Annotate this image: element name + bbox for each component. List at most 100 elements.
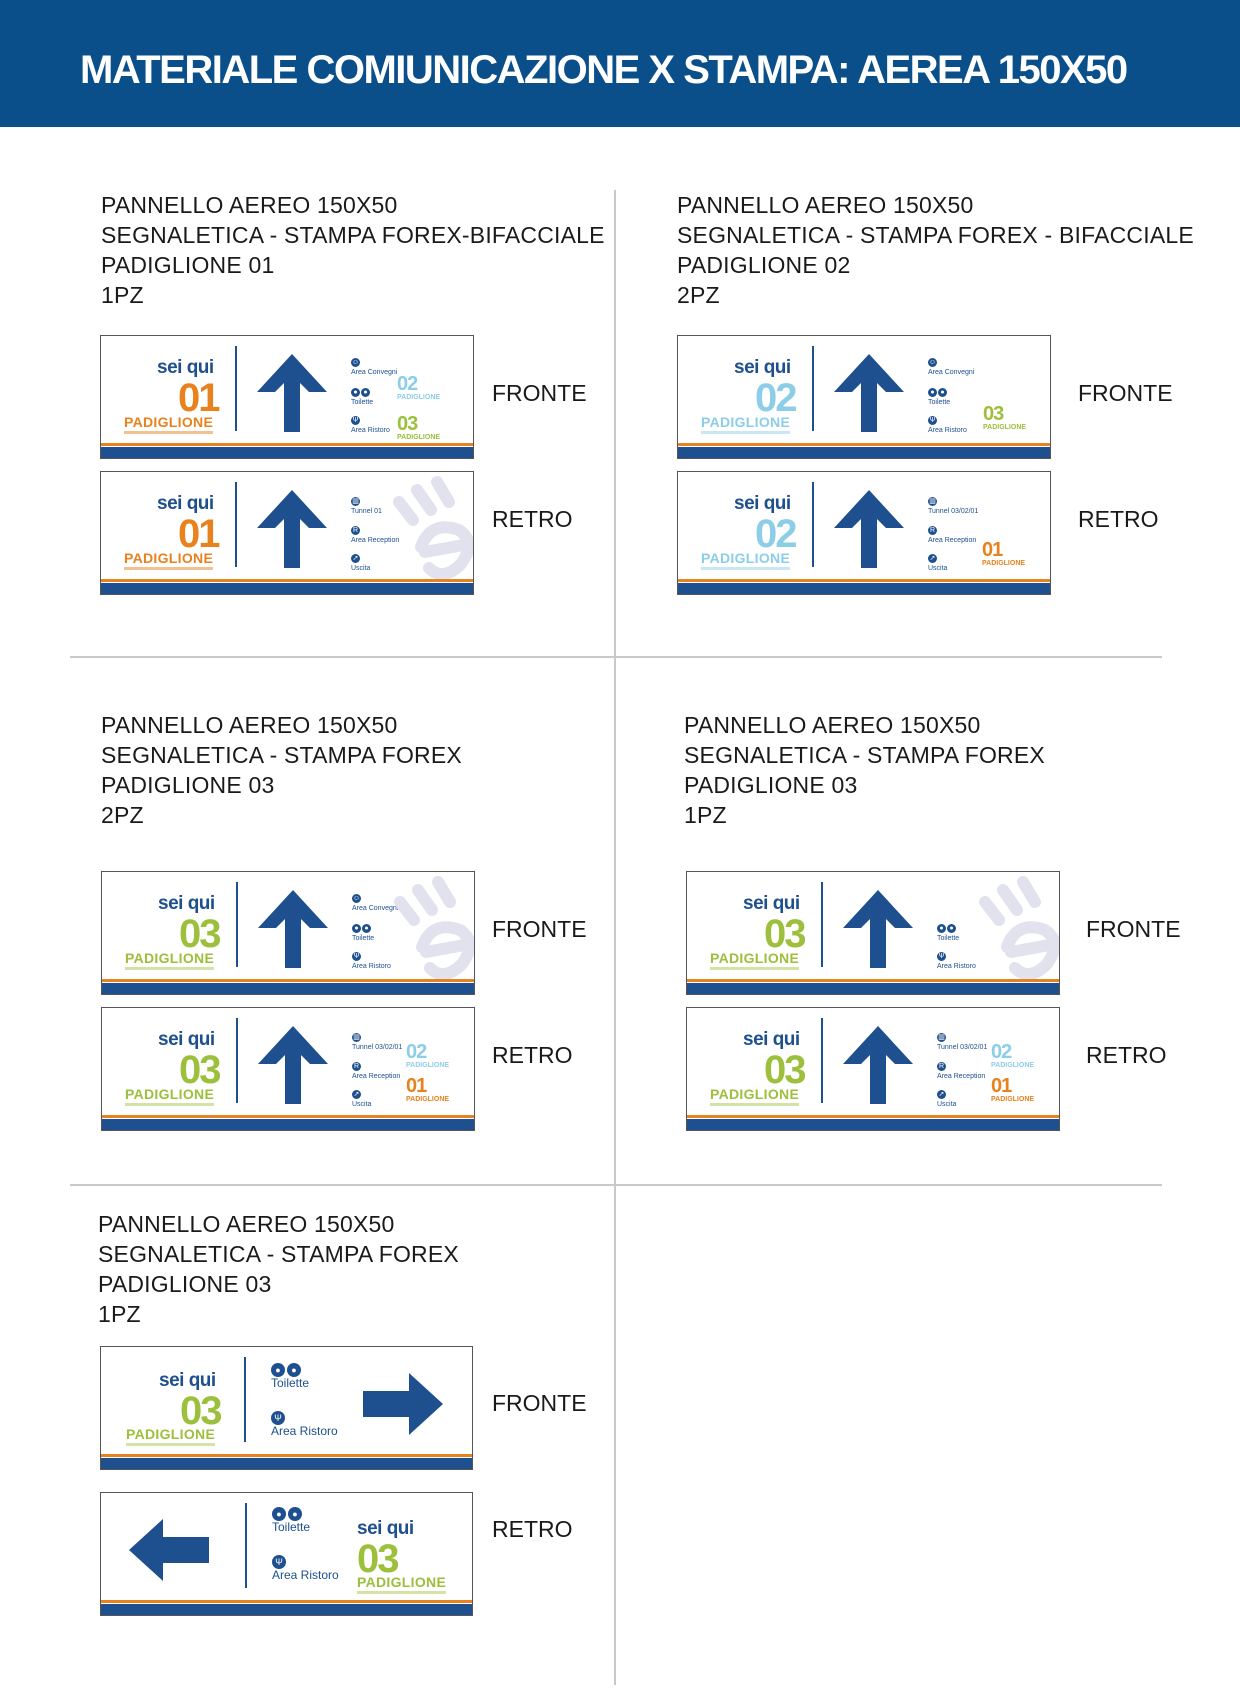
horizontal-divider — [70, 656, 1162, 658]
pavilion-number: 03 — [180, 1389, 222, 1433]
service-label: Toilette — [928, 399, 951, 406]
mini-number: 02 — [397, 373, 418, 395]
restaurant-icon: Ψ — [271, 1411, 285, 1425]
panel-divider — [235, 482, 237, 567]
sei-qui-label: sei qui — [157, 493, 214, 514]
back-label: RETRO — [492, 506, 573, 532]
sei-qui-label: sei qui — [734, 493, 791, 514]
service-label: Tunnel 03/02/01 — [937, 1044, 988, 1051]
service-item: ▥Tunnel 03/02/01 — [937, 1033, 987, 1051]
page-header: MATERIALE COMIUNICAZIONE X STAMPA: AEREA… — [0, 0, 1240, 127]
back-label: RETRO — [492, 1516, 573, 1542]
service-label: Toilette — [937, 935, 960, 942]
service-label: Area Convegni — [352, 905, 399, 912]
restaurant-icon: Ψ — [928, 416, 937, 425]
service-item: ➚ Uscita — [937, 1090, 956, 1108]
pavilion-label: PADIGLIONE — [125, 951, 215, 970]
service-label: Area Reception — [352, 1073, 401, 1080]
pavilion-number: 01 — [178, 376, 220, 420]
pavilion-label: PADIGLIONE — [710, 1087, 800, 1106]
toilet-icon: ● — [271, 1363, 285, 1377]
section-description: PANNELLO AEREO 150X50 SEGNALETICA - STAM… — [677, 190, 1194, 310]
arrow-up-icon — [258, 1026, 328, 1104]
toilet-icon: ● — [947, 924, 956, 933]
toilet-icon: ● — [362, 924, 371, 933]
service-item: ▥Tunnel 03/02/01 — [928, 497, 978, 515]
orange-stripe — [687, 979, 1059, 982]
sei-qui-label: sei qui — [743, 1029, 800, 1050]
orange-stripe — [102, 979, 474, 982]
desc-line: PANNELLO AEREO 150X50 — [98, 1211, 395, 1237]
orange-stripe — [101, 443, 473, 446]
desc-line: PANNELLO AEREO 150X50 — [101, 712, 398, 738]
service-label: Tunnel 03/02/01 — [928, 508, 979, 515]
service-item: ●●Toilette — [351, 388, 373, 406]
service-item: ●●Toilette — [352, 924, 374, 942]
sei-qui-label: sei qui — [734, 357, 791, 378]
desc-line: SEGNALETICA - STAMPA FOREX-BIFACCIALE — [101, 222, 605, 248]
service-item: ➚Uscita — [352, 1090, 371, 1108]
mini-label: PADIGLIONE — [982, 560, 1026, 567]
service-item: ●●Toilette — [928, 388, 950, 406]
reception-icon: R — [928, 526, 937, 535]
front-label: FRONTE — [492, 1390, 587, 1416]
blue-stripe — [101, 583, 473, 594]
pavilion-label: PADIGLIONE — [124, 551, 214, 570]
conference-icon: ☺ — [928, 358, 937, 367]
pavilion-number: 02 — [755, 376, 797, 420]
blue-stripe — [102, 1119, 474, 1130]
fair-logo-watermark — [394, 876, 474, 980]
pavilion-label: PADIGLIONE — [126, 1427, 216, 1446]
mini-label: PADIGLIONE — [397, 434, 441, 441]
blue-stripe — [101, 1458, 472, 1469]
service-label: Area Reception — [351, 537, 400, 544]
blue-stripe — [678, 447, 1050, 458]
service-label: Uscita — [928, 565, 948, 572]
mini-number: 01 — [406, 1075, 427, 1097]
service-label: Area Ristoro — [937, 963, 976, 970]
blue-stripe — [101, 1604, 472, 1615]
pavilion-number: 01 — [178, 512, 220, 556]
toilet-icon: ● — [272, 1507, 286, 1521]
arrow-up-icon — [834, 354, 904, 432]
desc-line: PADIGLIONE 03 — [684, 772, 858, 798]
pavilion-label: PADIGLIONE — [710, 951, 800, 970]
exit-icon: ➚ — [937, 1090, 946, 1099]
sign-panel-back: sei qui 03 PADIGLIONE ▥Tunnel 03/02/01 R… — [101, 1007, 475, 1131]
sei-qui-label: sei qui — [158, 893, 215, 914]
arrow-up-icon — [843, 1026, 913, 1104]
toilet-icon: ● — [351, 388, 360, 397]
service-label: Uscita — [937, 1101, 957, 1108]
mini-number: 03 — [983, 403, 1004, 425]
service-item: ☺Area Convegni — [352, 894, 398, 912]
pavilion-number: 03 — [179, 912, 221, 956]
sei-qui-label: sei qui — [159, 1370, 216, 1391]
reception-icon: R — [937, 1062, 946, 1071]
mini-number: 02 — [991, 1041, 1012, 1063]
blue-stripe — [101, 447, 473, 458]
exit-icon: ➚ — [928, 554, 937, 563]
section-description: PANNELLO AEREO 150X50 SEGNALETICA - STAM… — [684, 710, 1045, 830]
service-item: ●●Toilette — [271, 1363, 309, 1389]
section-description: PANNELLO AEREO 150X50 SEGNALETICA - STAM… — [101, 710, 462, 830]
service-label: Tunnel 01 — [351, 508, 382, 515]
service-label: Toilette — [271, 1376, 310, 1390]
service-label: Area Ristoro — [272, 1568, 339, 1582]
sign-panel-back: sei qui 03 PADIGLIONE ▥Tunnel 03/02/01 R… — [686, 1007, 1060, 1131]
mini-label: PADIGLIONE — [991, 1096, 1035, 1103]
desc-line: PADIGLIONE 01 — [101, 252, 275, 278]
toilet-icon: ● — [361, 388, 370, 397]
tunnel-icon: ▥ — [352, 1033, 361, 1042]
panel-divider — [821, 1018, 823, 1103]
fair-logo-watermark — [979, 876, 1059, 980]
sei-qui-label: sei qui — [357, 1518, 414, 1539]
